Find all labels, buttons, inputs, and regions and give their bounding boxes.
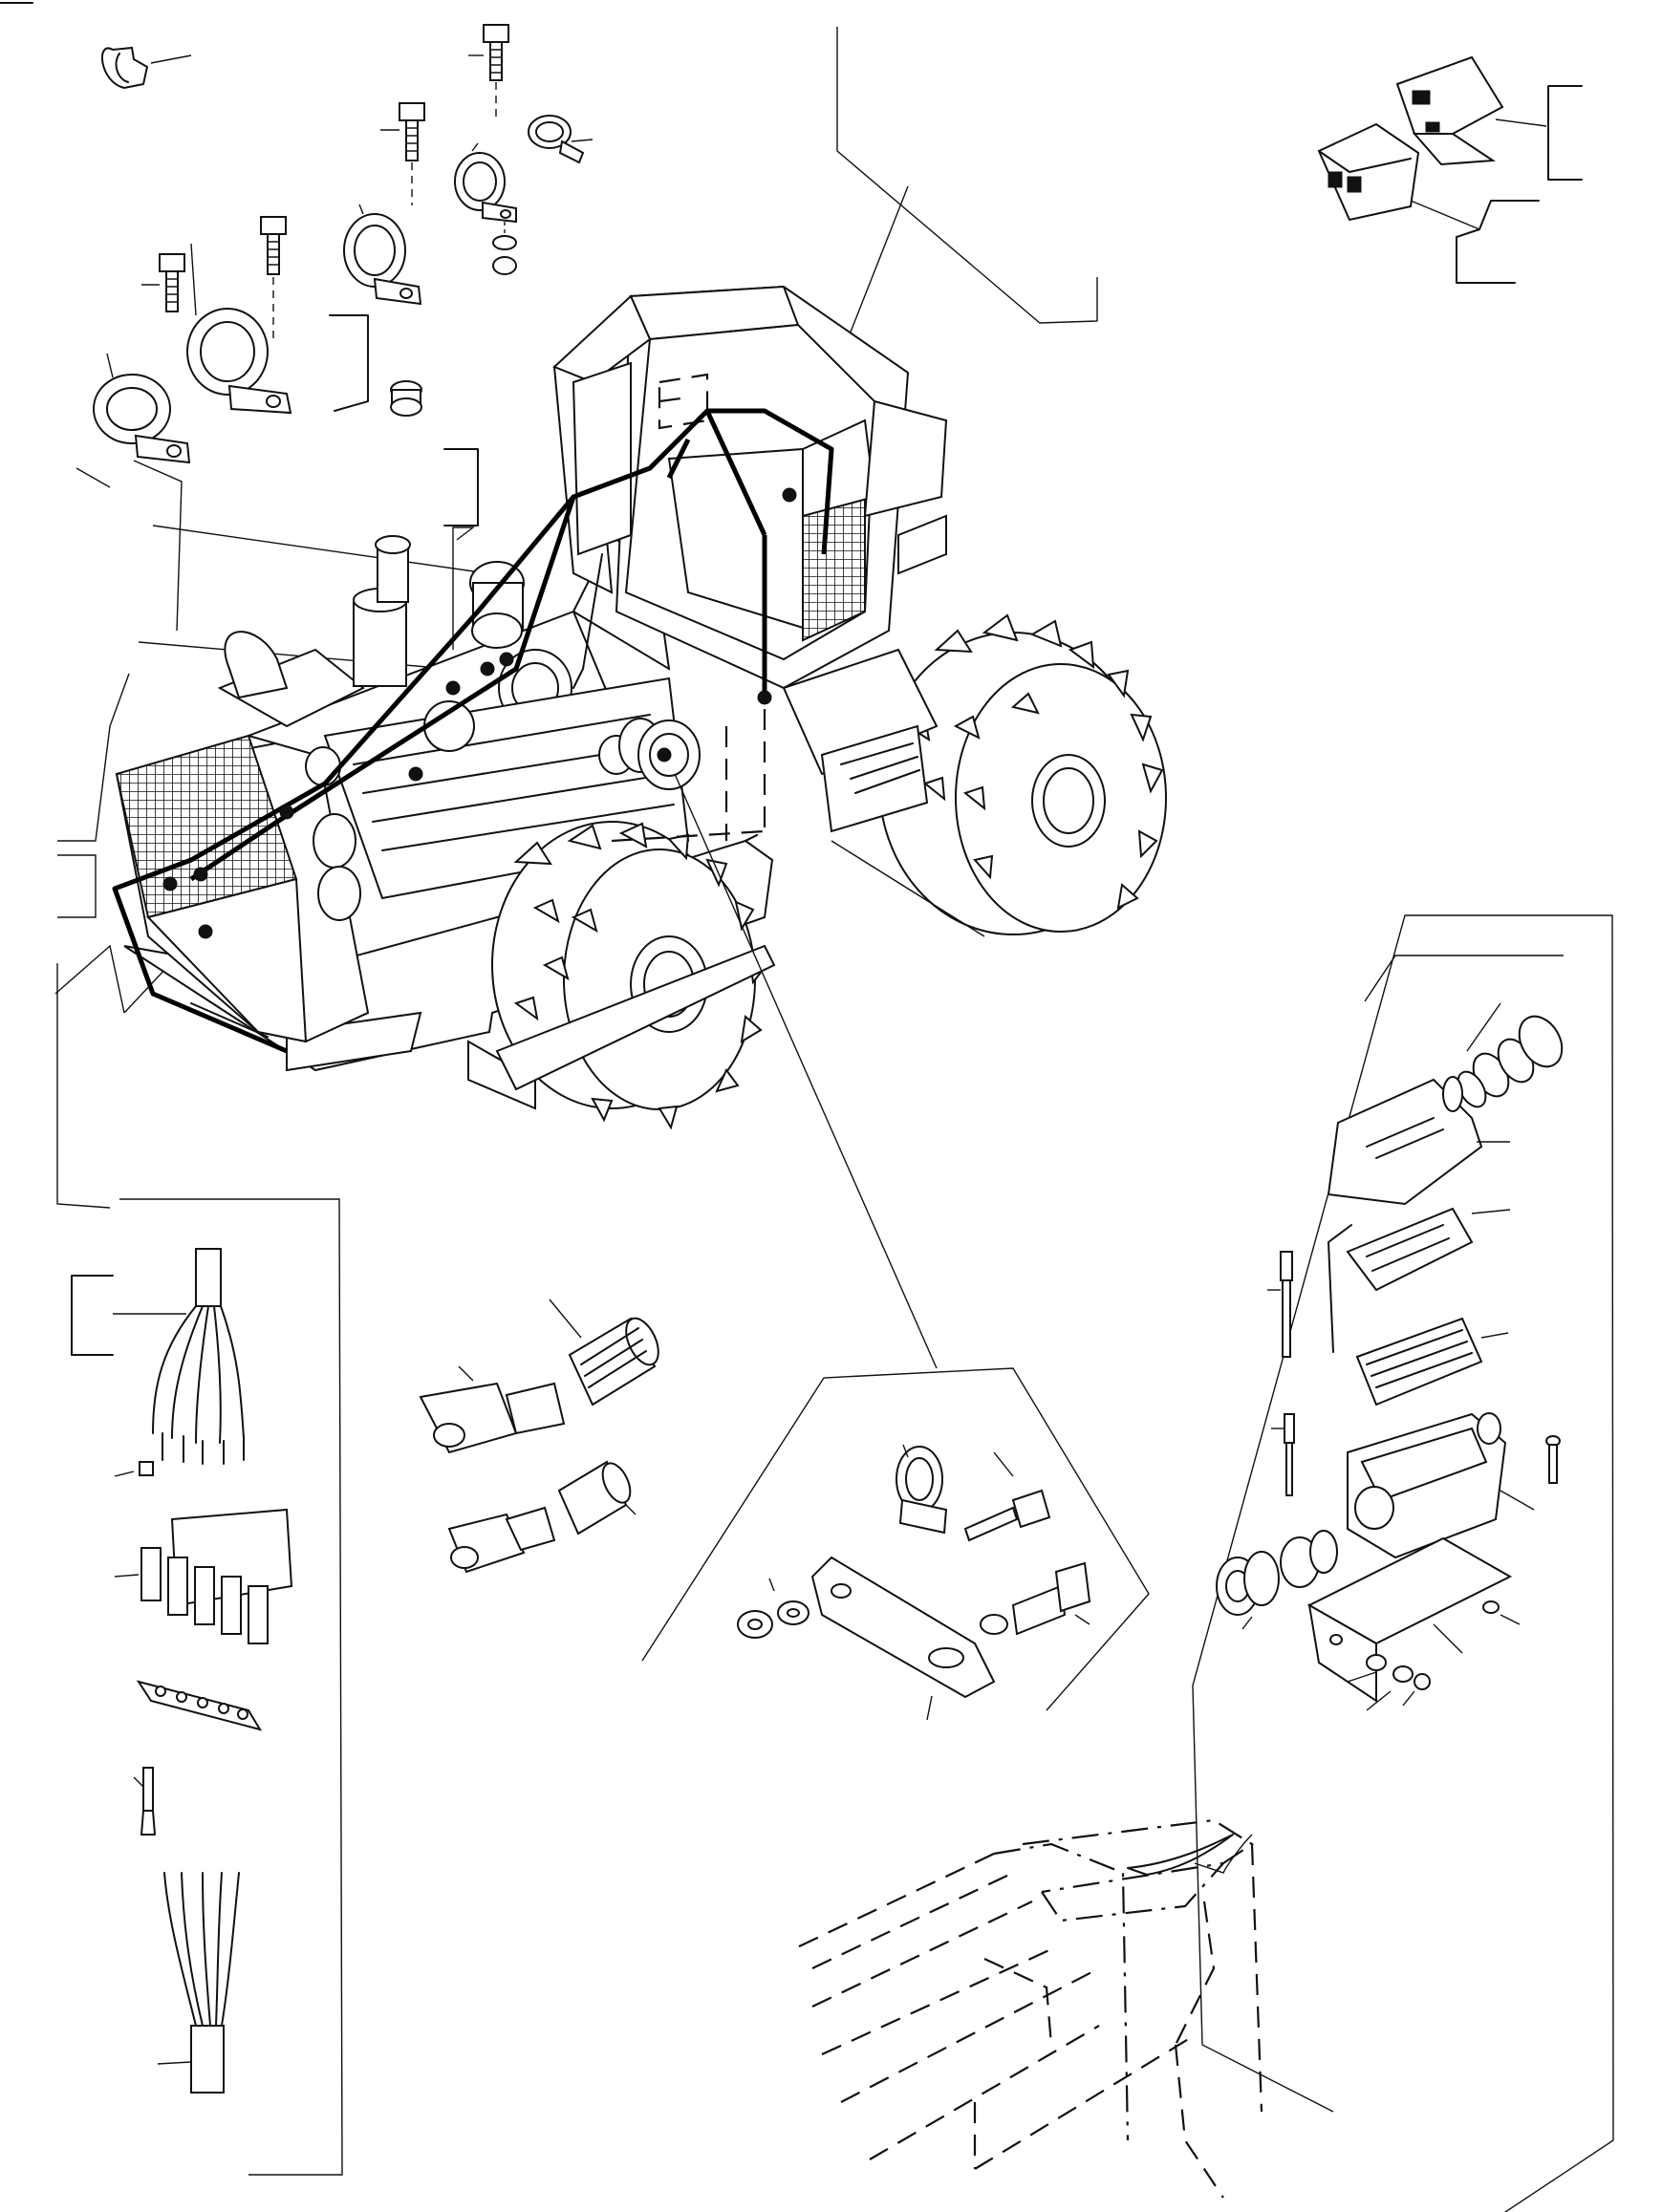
washer-icon [492, 222, 517, 275]
leader-line [831, 840, 985, 937]
coupling-nut-icon [557, 1460, 637, 1536]
wire-harness-panel [71, 1198, 343, 2176]
bracket-icon [810, 1556, 996, 1721]
p-clamp-icon [528, 115, 594, 164]
callout-bracket [443, 448, 479, 526]
gland-nut-icon [1216, 1530, 1338, 1630]
p-clamp-icon [454, 142, 517, 224]
angled-connector-icon [447, 1506, 556, 1574]
clamp-bracket-kit [641, 1367, 1150, 1721]
wiring-harness-route [112, 408, 834, 1054]
callout-bracket [329, 314, 369, 412]
pin-insert-icon [1355, 1317, 1509, 1407]
wire-harness-icon [114, 1248, 245, 1477]
bolt-icon [141, 253, 185, 312]
operator-cab [552, 285, 948, 843]
grommet-icon [390, 380, 422, 417]
relay-socket-icon [1317, 122, 1480, 230]
grommet-icon [1457, 1002, 1564, 1108]
relay-socket-icon [1395, 55, 1547, 166]
bolt-icon [963, 1451, 1051, 1542]
pin-contact-icon [1271, 1413, 1295, 1496]
p-clamp-icon [896, 1444, 948, 1535]
pin-contact-icon [133, 1767, 156, 1836]
callout-bracket [1456, 200, 1540, 284]
rear-padfoot-drum [878, 613, 1167, 935]
compactor-machine [112, 285, 1167, 1130]
coupling-nut-icon [549, 1299, 659, 1407]
bolt-icon [980, 1561, 1091, 1636]
front-padfoot-drum [467, 821, 776, 1130]
p-clamp-icon [343, 204, 422, 306]
mounting-location-outline [792, 1818, 1263, 2199]
callout-bracket [1547, 85, 1583, 181]
p-clamp-icon [186, 243, 292, 415]
angled-connector-icon [419, 1365, 566, 1454]
pin-insert-icon [1327, 1207, 1511, 1353]
connector-hood-icon [1327, 1076, 1510, 1206]
washer-icon [1347, 1600, 1521, 1711]
screw-icon [1545, 1435, 1561, 1484]
bolt-icon [260, 216, 287, 344]
angled-connector-group [419, 1299, 659, 1574]
p-clamp-icon [93, 353, 191, 464]
bolt-icon [380, 102, 425, 205]
leader-line [674, 773, 938, 1369]
mounting-plate-icon [1306, 1536, 1513, 1703]
cable-end-icon [157, 1872, 240, 2094]
cable-clamp-group [93, 24, 594, 526]
bolt-icon [468, 24, 509, 118]
washer-icon [737, 1578, 809, 1639]
multipin-connector-kit [1192, 914, 1614, 2212]
pin-contact-icon [1267, 1251, 1293, 1358]
terminal-block-icon [114, 1508, 293, 1644]
grommet-strip-icon [136, 1680, 263, 1731]
connector-base-icon [1347, 1412, 1535, 1559]
strap-clamp-icon [100, 46, 192, 90]
relay-socket-group [1317, 55, 1583, 284]
